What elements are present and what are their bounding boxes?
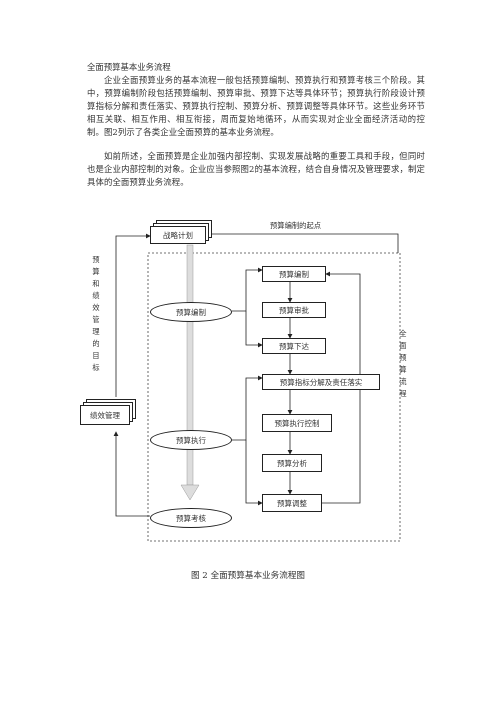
phase-budget-execute: 预算执行 — [150, 430, 232, 450]
step-budget-issue: 预算下达 — [262, 338, 326, 354]
step-budget-adjust: 预算调整 — [262, 494, 322, 512]
paragraph-2-text: 如前所述，全面预算是企业加强内部控制、实现发展战略的重要工具和手段，但同时也是企… — [87, 151, 425, 187]
performance-management-box: 绩效管理 — [80, 405, 130, 425]
paragraph-2: 如前所述，全面预算是企业加强内部控制、实现发展战略的重要工具和手段，但同时也是企… — [87, 150, 425, 189]
step-execution-control: 预算执行控制 — [262, 414, 332, 432]
step-budget-compile: 预算编制 — [262, 266, 326, 282]
step-indicator-decompose: 预算指标分解及责任落实 — [262, 374, 380, 390]
section-heading: 全面预算基本业务流程 — [87, 62, 171, 72]
start-label: 预算编制的起点 — [270, 221, 322, 230]
right-vertical-label: 全面预算流程 — [399, 329, 407, 398]
phase-budget-compile: 预算编制 — [150, 302, 232, 322]
figure-caption: 图 2 全面预算基本业务流程图 — [190, 571, 306, 581]
step-budget-approve: 预算审批 — [262, 302, 326, 318]
paragraph-1: 企业全面预算业务的基本流程一般包括预算编制、预算执行和预算考核三个阶段。其中，预… — [87, 74, 425, 139]
left-vertical-label: 预算和绩效管理的目标 — [92, 255, 100, 372]
step-budget-analysis: 预算分析 — [262, 454, 322, 472]
phase-budget-assess: 预算考核 — [150, 508, 232, 528]
strategy-plan-box: 战略计划 — [150, 226, 206, 244]
paragraph-1-text: 企业全面预算业务的基本流程一般包括预算编制、预算执行和预算考核三个阶段。其中，预… — [87, 75, 425, 137]
